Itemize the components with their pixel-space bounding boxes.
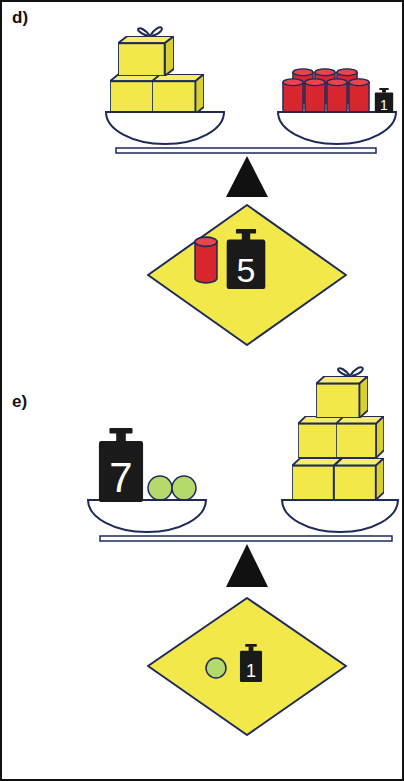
- weight-block: 1: [374, 88, 394, 113]
- red-cylinder: [283, 79, 303, 113]
- weight-number: 7: [97, 457, 145, 499]
- panel-label: d): [12, 8, 28, 28]
- weight-part: [245, 644, 257, 647]
- weight-part: [242, 233, 250, 240]
- weight-part: [116, 433, 126, 442]
- scale-beam: [116, 148, 376, 153]
- weight-part: [375, 92, 393, 113]
- weight-part: [379, 88, 389, 90]
- scale-pan: [88, 500, 206, 532]
- gift-box: [118, 36, 174, 76]
- red-cylinder: [349, 79, 369, 113]
- weight-part: [382, 90, 386, 93]
- red-cylinder: [327, 79, 347, 113]
- green-ball: [206, 658, 226, 678]
- green-ball: [148, 476, 172, 500]
- scale-beam: [100, 536, 392, 541]
- scale-pan: [106, 112, 224, 144]
- scale-pan: [278, 112, 396, 144]
- weight-part: [109, 428, 132, 434]
- gift-box: [336, 416, 384, 458]
- weight-number: 5: [225, 253, 267, 287]
- red-cylinder: [305, 79, 325, 113]
- gift-bow: [138, 27, 162, 36]
- weight-block: 7: [97, 428, 145, 502]
- gift-box: [334, 458, 384, 500]
- scale-pan: [282, 500, 398, 532]
- panel-label: e): [12, 392, 27, 412]
- fulcrum: [226, 544, 268, 587]
- weight-block: 5: [225, 229, 267, 289]
- weight-number: 1: [239, 662, 263, 680]
- weight-number: 1: [374, 98, 394, 112]
- weight-block: 1: [239, 644, 263, 682]
- fulcrum: [226, 156, 268, 197]
- gift-bow: [338, 367, 363, 376]
- key-diamond: [148, 598, 346, 735]
- weight-part: [236, 229, 256, 234]
- red-cylinder: [195, 237, 217, 283]
- key-diamond: [148, 205, 346, 345]
- weight-part: [240, 651, 262, 682]
- gift-box: [152, 74, 204, 114]
- weight-part: [249, 647, 254, 651]
- green-ball: [172, 476, 196, 500]
- gift-box: [316, 376, 368, 418]
